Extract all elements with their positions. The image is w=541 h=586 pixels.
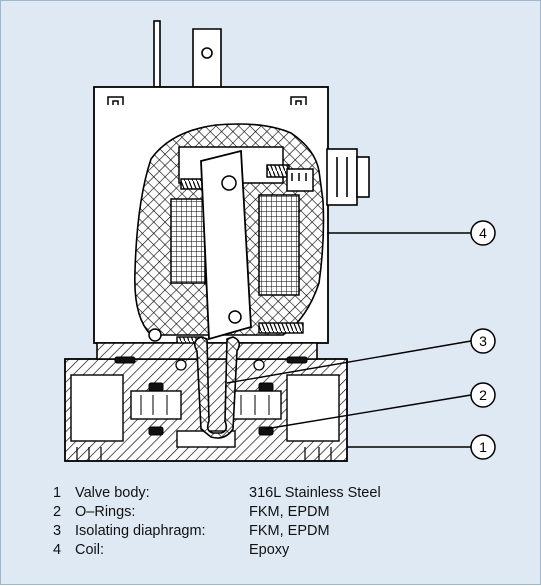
seal-balls: [175, 359, 265, 371]
connector-pins: [153, 20, 222, 88]
callout-4: 4: [470, 220, 496, 246]
coil-winding-right: [258, 194, 300, 296]
callout-3: 3: [470, 328, 496, 354]
callout-3-label: 3: [479, 333, 487, 349]
legend-number: 1: [53, 485, 62, 501]
legend-part-name: Coil:: [75, 542, 105, 558]
legend-material: FKM, EPDM: [249, 523, 330, 539]
plunger-lever: [200, 149, 252, 341]
legend-part-name: Isolating diaphragm:: [75, 523, 206, 539]
leader-lines: [226, 232, 472, 448]
callout-2: 2: [470, 382, 496, 408]
callout-1-label: 1: [479, 439, 487, 455]
legend-number: 4: [53, 542, 62, 558]
legend-number: 3: [53, 523, 62, 539]
isolating-diaphragm: [193, 336, 241, 439]
callout-1: 1: [470, 434, 496, 460]
coil-winding-left: [170, 198, 206, 284]
legend-material: Epoxy: [249, 542, 290, 558]
callout-4-label: 4: [479, 225, 487, 241]
legend-material: 316L Stainless Steel: [249, 485, 381, 501]
callout-2-label: 2: [479, 387, 487, 403]
legend-number: 2: [53, 504, 62, 520]
side-connector: [326, 148, 370, 206]
legend-part-name: Valve body:: [75, 485, 150, 501]
legend-material: FKM, EPDM: [249, 504, 330, 520]
legend-part-name: O–Rings:: [75, 504, 136, 520]
o-rings: [114, 356, 308, 436]
armature-pin: [148, 328, 162, 342]
